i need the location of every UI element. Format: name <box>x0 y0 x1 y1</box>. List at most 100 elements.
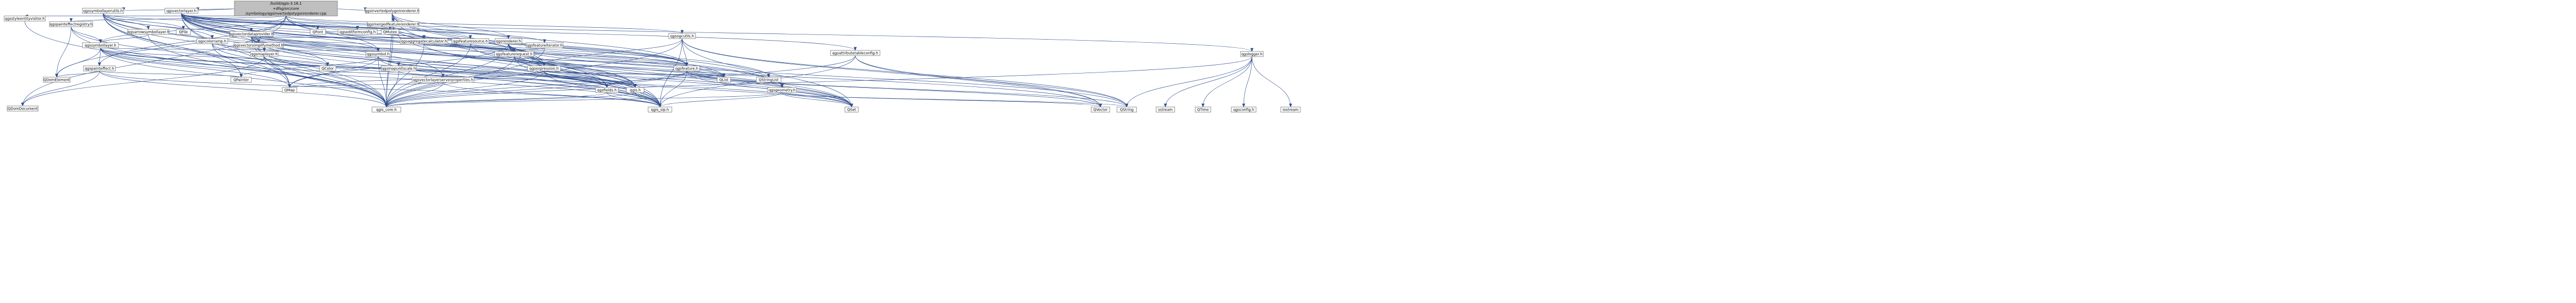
edge-qgsattributetableconfig-to-qgis_core <box>385 55 856 108</box>
node-box <box>1280 106 1301 113</box>
node-qgsfields[interactable]: qgsfields.h <box>595 87 619 93</box>
edge-qgsgeometry-to-qset <box>782 92 853 108</box>
node-qgsmergedfeaturerenderer[interactable]: qgsmergedfeaturerenderer.h <box>367 21 419 27</box>
node-label: qgspainteffectregistry.h <box>50 22 93 26</box>
node-qgspainteffectregistry[interactable]: qgspainteffectregistry.h <box>49 21 93 27</box>
node-qgsvectorsimplifymethod[interactable]: qgsvectorsimplifymethod.h <box>233 42 284 48</box>
node-iostream: iostream <box>1280 106 1301 113</box>
node-label: qgsinvertedpolygonrenderer.h <box>365 9 419 13</box>
edge-qgssymbol-to-qgis_core <box>378 56 388 108</box>
node-label: qgsvectordataprovider.h <box>229 32 274 36</box>
node-qgscolorramp[interactable]: qgscolorramp.h <box>196 38 228 44</box>
node-qtime: QTime <box>1195 106 1211 113</box>
node-box <box>365 51 391 57</box>
node-label: qgspainteffect.h <box>84 66 114 70</box>
edge-qgsvectordataprovider-to-qgsfeature <box>251 36 688 66</box>
node-qgsogcutils[interactable]: qgsogcutils.h <box>668 33 696 39</box>
node-qgsvectorlayer[interactable]: qgsvectorlayer.h <box>164 8 198 14</box>
edge-qgsexpression-to-qgsfields <box>544 70 608 88</box>
edge-qgsvectorlayer-to-qgsattributetableconfig <box>181 13 857 51</box>
node-qgsh[interactable]: qgis.h <box>626 87 645 93</box>
node-label: qgsmergedfeaturerenderer.h <box>367 22 419 26</box>
node-box <box>767 87 797 93</box>
node-qgsstyleentityvisitor[interactable]: qgsstyleentityvisitor.h <box>4 15 46 22</box>
node-qgsinvertedpolygonrenderer[interactable]: qgsinvertedpolygonrenderer.h <box>365 8 419 14</box>
node-label: QMutex <box>383 30 397 34</box>
edge-qgslogger-to-qstring <box>1125 56 1252 108</box>
node-box <box>381 65 417 72</box>
node-box <box>367 21 419 27</box>
node-qgsattributetableconfig[interactable]: qgsattributetableconfig.h <box>830 50 880 56</box>
node-box <box>527 65 561 72</box>
node-label: /symbology/qgsinvertedpolygonrenderer.cp… <box>245 12 327 16</box>
node-qvector: QVector <box>1091 106 1110 113</box>
edge-root-to-qgslogger <box>285 15 1253 52</box>
edge-qgsarrowsymbollayer-to-qgssymbollayer <box>99 34 149 43</box>
edge-qgsvectorlayer-to-qgsaggregatecalculator <box>181 13 426 39</box>
node-box <box>230 77 252 83</box>
node-label: qgssymbollayerutils.h <box>83 9 123 13</box>
edge-root-to-qgssymbollayer <box>99 15 286 43</box>
node-box <box>82 8 124 14</box>
node-qgssymbollayerutils[interactable]: qgssymbollayerutils.h <box>82 8 124 14</box>
node-qgspainteffect[interactable]: qgspainteffect.h <box>83 65 116 72</box>
node-qgsmaplayer[interactable]: qgsmaplayer.h <box>250 51 279 57</box>
node-box <box>234 1 338 16</box>
node-qgsfeature[interactable]: qgsfeature.h <box>673 65 700 72</box>
node-qgsconfig: qgsconfig.h <box>1231 106 1257 113</box>
edge-qgssymbol-to-qpainter <box>240 56 379 78</box>
edge-qgsvectorlayerserverproperties-to-qmap <box>288 82 444 88</box>
node-qgsarrowsymbollayer[interactable]: qgsarrowsymbollayer.h <box>127 29 170 35</box>
node-qgssymbol[interactable]: qgssymbol.h <box>365 51 391 57</box>
edge-root-to-qgsvectorlayer <box>196 7 235 11</box>
node-qgsvectorlayerserverproperties[interactable]: qgsvectorlayerserverproperties.h <box>412 77 474 83</box>
node-qgsaggregatecalculator[interactable]: qgsaggregatecalculator.h <box>400 38 448 44</box>
edge-qgsfeature-to-qvector <box>686 70 1102 108</box>
node-label: qgis_sip.h <box>651 108 669 112</box>
node-qgsgeometry[interactable]: qgsgeometry.h <box>767 87 797 93</box>
edge-qgspainteffect-to-qdomdocument <box>21 70 100 106</box>
node-box <box>1231 106 1257 113</box>
node-box <box>127 29 170 35</box>
edge-qgsattributetableconfig-to-qvector <box>855 55 1102 108</box>
node-qgsvectordataprovider[interactable]: qgsvectordataprovider.h <box>229 31 274 37</box>
edge-qgsinvertedpolygonrenderer-to-qgis_core <box>385 13 393 108</box>
node-box <box>4 15 46 22</box>
node-qmap: QMap <box>282 87 297 93</box>
node-qgsmapunitscale[interactable]: qgsmapunitscale.h <box>381 65 417 72</box>
node-qgssymbollayer[interactable]: qgssymbollayer.h <box>82 42 119 48</box>
node-label: qgseditformconfig.h <box>340 30 376 34</box>
node-box <box>495 38 522 44</box>
edge-qgslogger-to-sstream <box>1164 56 1252 108</box>
edge-qgsrenderer-to-qlist <box>508 43 725 78</box>
node-label: /build/qgis-3.16.1 <box>270 2 301 6</box>
node-label: qgsconfig.h <box>1233 108 1255 112</box>
node-qcolor: QColor <box>319 65 336 72</box>
edge-qgsvectorlayerserverproperties-to-qgis_sip <box>443 82 662 108</box>
edge-qgsfields-to-qgis_sip <box>606 92 662 108</box>
node-qmutex: QMutex <box>381 29 399 35</box>
node-qgsfeatureiterator[interactable]: qgsfeatureiterator.h <box>526 42 564 48</box>
node-label: +dfsg/src/core <box>273 7 299 11</box>
node-qgsfeaturerequest[interactable]: qgsfeaturerequest.h <box>494 51 534 57</box>
node-label: QMap <box>284 88 295 92</box>
node-qgslogger[interactable]: qgslogger.h <box>1240 51 1264 57</box>
node-label: qgsfeatureiterator.h <box>527 43 563 47</box>
edge-qgsvectorlayer-to-qgis_core <box>181 13 388 108</box>
edge-qgsvectorsimplifymethod-to-qgis_core <box>258 47 388 108</box>
node-label: qgsfeature.h <box>675 66 698 70</box>
edge-qgspainteffect-to-qgis_sip <box>99 70 662 108</box>
node-box <box>1116 106 1137 113</box>
node-label: QPainter <box>233 78 249 82</box>
node-box <box>337 29 378 35</box>
node-qgsexpression[interactable]: qgsexpression.h <box>527 65 561 72</box>
node-qgsfeaturesource[interactable]: qgsfeaturesource.h <box>451 38 489 44</box>
node-box <box>1195 106 1211 113</box>
node-label: qgscolorramp.h <box>198 39 227 43</box>
node-label: sstream <box>1158 108 1173 112</box>
node-qdomelement: QDomElement <box>43 77 71 83</box>
node-qgsrenderer[interactable]: qgsrenderer.h <box>495 38 522 44</box>
edge-qgsmergedfeaturerenderer-to-qgsrenderer <box>393 26 510 39</box>
node-label: qgsvectorlayer.h <box>166 9 196 13</box>
edge-qgsgeometry-to-qgis_sip <box>658 92 783 108</box>
